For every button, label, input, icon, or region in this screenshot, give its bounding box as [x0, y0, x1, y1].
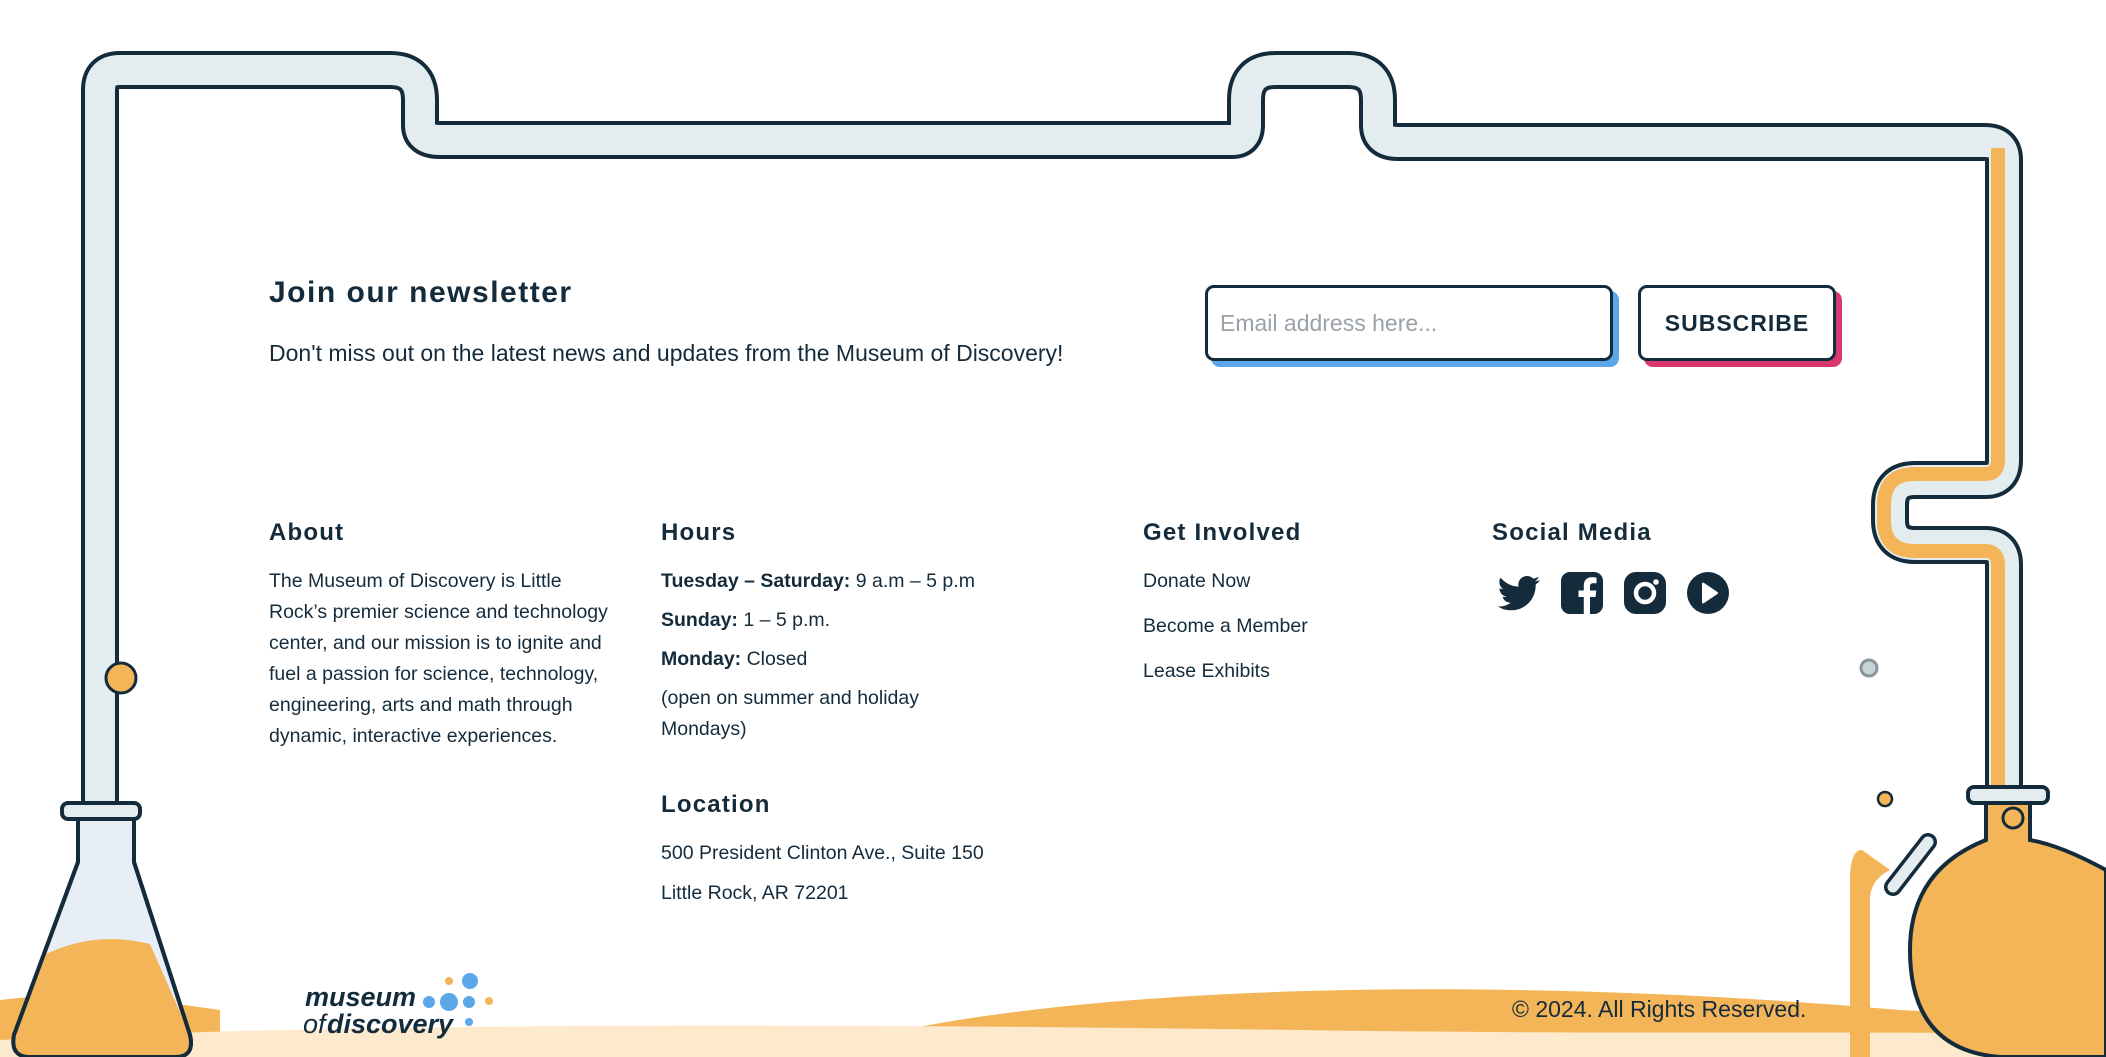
become-member-link[interactable]: Become a Member — [1143, 615, 1308, 637]
email-field[interactable] — [1205, 285, 1613, 361]
about-line: fuel a passion for science, technology, — [269, 663, 599, 685]
hours-row: Monday: Closed — [661, 644, 975, 675]
about-line: Rock’s premier science and technology — [269, 601, 608, 623]
about-title: About — [269, 519, 345, 546]
hours-row: Tuesday – Saturday: 9 a.m – 5 p.m — [661, 566, 975, 597]
logo-graphic: museum of discovery — [303, 973, 493, 1039]
logo-text-line2-prefix: of — [303, 1009, 328, 1039]
hours-day: Monday: — [661, 648, 742, 670]
hours-row: Sunday: 1 – 5 p.m. — [661, 605, 975, 636]
get-involved-title: Get Involved — [1143, 519, 1302, 546]
email-field-wrapper — [1205, 285, 1619, 367]
hours-note-line: Mondays) — [661, 718, 747, 740]
museum-of-discovery-logo[interactable]: museum of discovery — [303, 970, 503, 1040]
instagram-icon[interactable] — [1620, 568, 1670, 618]
hours-list: Tuesday – Saturday: 9 a.m – 5 p.m Sunday… — [661, 566, 975, 745]
subscribe-button-wrapper: SUBSCRIBE — [1638, 285, 1842, 367]
about-line: engineering, arts and math through — [269, 694, 573, 716]
facebook-icon[interactable] — [1557, 568, 1607, 618]
twitter-icon[interactable] — [1494, 568, 1544, 618]
hours-title: Hours — [661, 519, 737, 546]
hours-day: Tuesday – Saturday: — [661, 570, 851, 592]
social-media-title: Social Media — [1492, 519, 1652, 546]
hours-note-line: (open on summer and holiday — [661, 687, 919, 709]
logo-text-line2-main: discovery — [327, 1009, 455, 1039]
location-title: Location — [661, 791, 771, 818]
address-line2: Little Rock, AR 72201 — [661, 882, 849, 904]
about-line: dynamic, interactive experiences. — [269, 725, 558, 747]
hours-day: Sunday: — [661, 609, 738, 631]
hours-time: 1 – 5 p.m. — [737, 609, 831, 631]
logo-text-line1: museum — [305, 982, 416, 1012]
newsletter-description: Don't miss out on the latest news and up… — [269, 340, 1064, 366]
address-line1: 500 President Clinton Ave., Suite 150 — [661, 842, 984, 864]
about-line: The Museum of Discovery is Little — [269, 570, 562, 592]
subscribe-button[interactable]: SUBSCRIBE — [1638, 285, 1836, 361]
copyright-text: © 2024. All Rights Reserved. — [1512, 996, 1807, 1022]
about-line: center, and our mission is to ignite and — [269, 632, 602, 654]
hours-time: Closed — [741, 648, 808, 670]
donate-now-link[interactable]: Donate Now — [1143, 570, 1251, 592]
youtube-icon[interactable] — [1683, 568, 1733, 618]
newsletter-title: Join our newsletter — [269, 276, 573, 309]
lease-exhibits-link[interactable]: Lease Exhibits — [1143, 660, 1270, 682]
hours-time: 9 a.m – 5 p.m — [850, 570, 975, 592]
about-text: The Museum of Discovery is Little Rock’s… — [269, 566, 608, 752]
